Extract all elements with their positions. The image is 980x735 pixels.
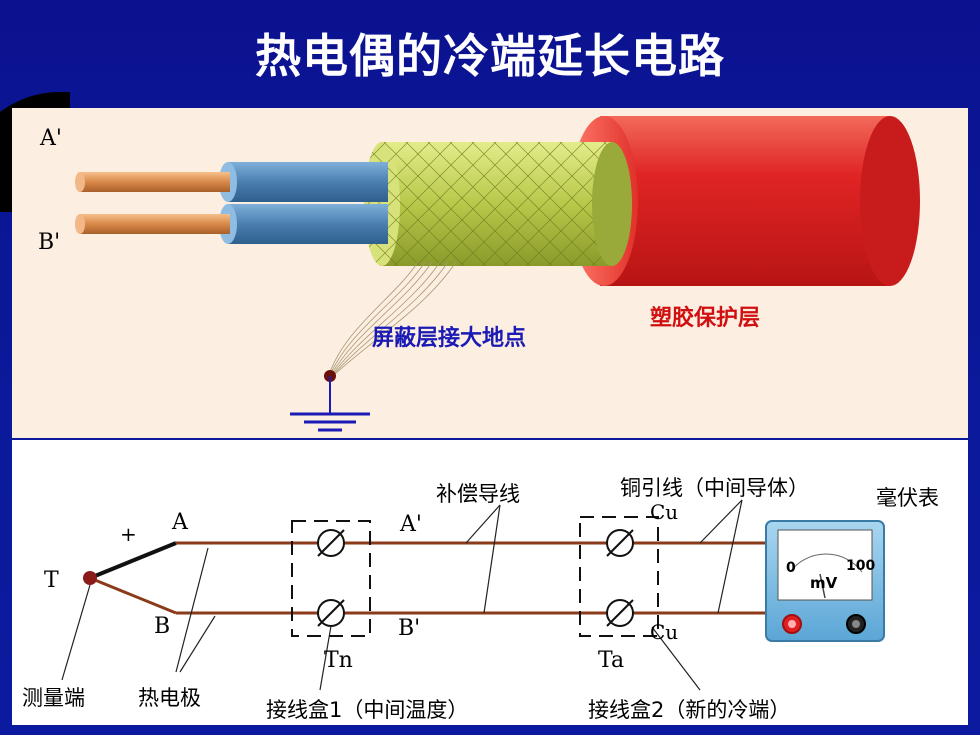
blue-insulation-b [219, 204, 388, 244]
plus-sign: + [120, 522, 137, 546]
copper-wire-a [75, 172, 230, 192]
blue-insulation-a [219, 162, 388, 202]
node-t-label: T [44, 568, 59, 593]
junction-box-2 [579, 516, 659, 637]
copper-lead-label: 铜引线（中间导体） [620, 476, 809, 500]
node-a-label: A [172, 510, 188, 535]
node-a-prime-label: A' [400, 512, 422, 537]
millivoltmeter-icon [765, 520, 885, 642]
millivoltmeter-label: 毫伏表 [876, 486, 939, 510]
junction-box-1-label: 接线盒1（中间温度） [266, 698, 469, 722]
electrode-a [89, 541, 177, 580]
jacket-label: 塑胶保护层 [650, 306, 761, 331]
wire-b-label: B' [38, 230, 61, 255]
terminal-icon [317, 529, 345, 557]
terminal-icon [606, 599, 634, 627]
shield-ground-label: 屏蔽层接大地点 [372, 326, 527, 351]
wire-a-label: A' [40, 126, 62, 151]
measuring-junction [83, 571, 97, 585]
meter-unit-label: mV [810, 574, 838, 592]
copper-wire-b [75, 214, 230, 234]
slide-title: 热电偶的冷端延长电路 [255, 29, 725, 83]
shield-drain-wire [328, 261, 457, 376]
node-b-label: B [154, 614, 171, 639]
electrode-b [89, 576, 177, 615]
tn-label: Tn [324, 648, 353, 673]
compensating-wire-label: 补偿导线 [436, 482, 520, 506]
junction-box-1 [291, 520, 371, 637]
meter-max-label: 100 [846, 558, 876, 574]
node-b-prime-label: B' [398, 616, 421, 641]
measuring-end-label: 测量端 [22, 686, 85, 710]
leader-lines [61, 499, 743, 691]
ta-label: Ta [598, 648, 625, 673]
cu-bottom-label: Cu [650, 620, 679, 644]
ground-icon [290, 370, 370, 432]
meter-zero-label: 0 [786, 560, 796, 576]
terminal-icon [606, 529, 634, 557]
cu-top-label: Cu [650, 500, 679, 524]
terminal-icon [317, 599, 345, 627]
green-shield [364, 142, 632, 266]
junction-box-2-label: 接线盒2（新的冷端） [588, 698, 791, 722]
thermo-electrode-label: 热电极 [138, 686, 201, 710]
